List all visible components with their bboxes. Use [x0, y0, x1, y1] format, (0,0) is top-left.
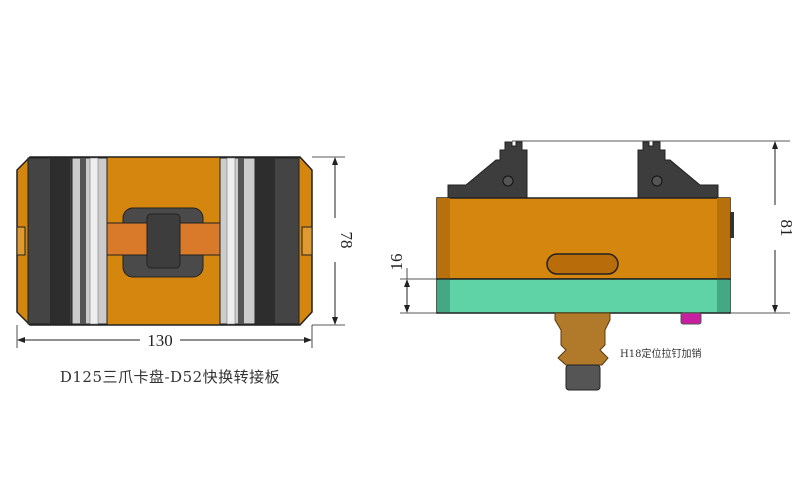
left-guide-rail: [71, 157, 108, 325]
side-slot: [546, 253, 619, 275]
pull-stud: [554, 312, 611, 366]
dim-plate-label: 16: [387, 254, 406, 271]
dim-height-label: 78: [337, 232, 356, 249]
locating-pin: [680, 312, 702, 325]
dim-width-label: 130: [147, 331, 173, 350]
dim-total-label: 81: [777, 220, 796, 237]
right-guide-rail: [219, 157, 256, 325]
top-view: 130 78: [16, 156, 356, 350]
side-view: 81 16: [387, 140, 796, 391]
left-jaw-side: [447, 141, 528, 199]
adapter-plate: [436, 278, 731, 314]
pin-note: H18定位拉钉加销: [620, 349, 702, 360]
center-block: [146, 213, 181, 269]
right-jaw-side: [637, 141, 719, 199]
top-view-caption: D125三爪卡盘-D52快换转接板: [59, 368, 281, 386]
